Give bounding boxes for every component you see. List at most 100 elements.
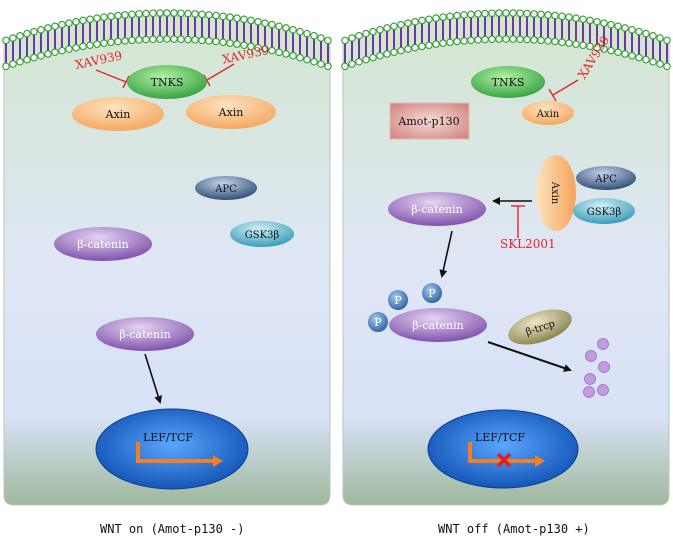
svg-text:APC: APC [214,184,237,195]
lipid-head [121,37,129,45]
lipid-head [474,36,482,44]
lipid-head [226,13,234,21]
lipid-head [565,13,573,21]
left-inhibition-line-a [95,69,127,83]
lipid-head [663,62,671,71]
lipid-head [128,36,136,45]
lipid-head [128,10,136,19]
lipid-head [523,35,531,44]
lipid-head [303,29,311,38]
lipid-head [121,11,129,19]
lipid-head [649,32,657,40]
lipid-head [163,35,171,43]
degraded-fragment [597,338,609,350]
lipid-head [579,41,587,49]
left-inhibition-line-b [206,63,235,81]
lipid-head [51,22,59,30]
lipid-head [411,17,419,26]
lipid-head [44,50,52,58]
lipid-head [149,9,157,17]
lipid-head [516,35,524,43]
lipid-head [586,42,594,51]
lipid-head [432,40,440,48]
lipid-head [65,45,73,53]
svg-text:Axin: Axin [549,181,560,205]
lipid-head [233,40,241,48]
lipid-head [65,19,73,27]
lipid-head [425,41,433,49]
lipid-head [254,43,262,52]
right-cell-membrane [341,9,671,71]
svg-text:β-catenin: β-catenin [412,319,463,332]
lipid-head [275,48,283,56]
lipid-head [418,42,426,51]
lipid-head [404,45,412,53]
lipid-head [593,17,601,26]
lipid-head [383,50,391,58]
lipid-head [530,10,538,18]
lipid-head [558,12,566,21]
lipid-head [156,35,164,43]
lipid-head [649,58,657,66]
lipid-head [516,9,524,17]
left-translocation-arrow [144,353,163,404]
right-degradation-fragments [583,338,610,398]
right-cell: XAV939 TNKS Axin Amot-p130 Axin APC GSK3… [341,9,671,506]
degraded-fragment [583,386,595,398]
lipid-head [149,35,157,43]
right-nucleus: LEF/TCF [427,409,579,489]
lipid-head [79,42,87,51]
lipid-head [289,25,297,34]
lipid-head [16,58,24,66]
left-promoter-arrow [136,442,214,463]
degraded-fragment [584,373,596,385]
lipid-head [460,37,468,45]
lipid-head [16,32,24,40]
lipid-head [30,53,38,62]
transcription-block-icon [496,452,512,468]
lipid-head [425,15,433,23]
lipid-head [404,19,412,27]
lipid-head [467,10,475,19]
lipid-head [51,48,59,56]
lipid-head [600,19,608,27]
lipid-head [614,48,622,56]
lipid-head [212,37,220,46]
lipid-head [481,9,489,18]
left-nucleus: LEF/TCF [95,408,249,490]
left-beta-catenin-a: β-catenin [54,227,152,261]
lipid-head [72,43,80,52]
lipid-head [628,51,636,60]
lipid-head [254,17,262,26]
left-axin-b: Axin [186,95,276,129]
lipid-head [142,35,150,44]
lipid-head [439,13,447,21]
svg-text:β-catenin: β-catenin [411,203,462,216]
lipid-head [341,36,349,45]
lipid-head [558,38,566,47]
lipid-head [537,10,545,19]
lipid-head [163,9,171,17]
lipid-head [198,36,206,45]
lipid-head [219,38,227,47]
lipid-head [198,10,206,19]
lipid-head [348,60,356,68]
lipid-head [107,38,115,47]
lipid-head [376,51,384,60]
lipid-head [390,48,398,56]
lipid-head [303,55,311,64]
lipid-head [30,27,38,36]
lipid-head [282,50,290,58]
lipid-head [467,36,475,45]
lipid-head [135,10,143,18]
lipid-head [544,37,552,45]
lipid-head [317,34,325,42]
lipid-head [58,20,66,29]
lipid-head [114,11,122,20]
lipid-head [551,11,559,20]
right-promoter-arrow [468,442,536,463]
right-caption: WNT off (Amot-p130 +) [438,522,590,536]
lipid-head [642,29,650,38]
lipid-head [184,9,192,18]
lipid-head [268,46,276,55]
